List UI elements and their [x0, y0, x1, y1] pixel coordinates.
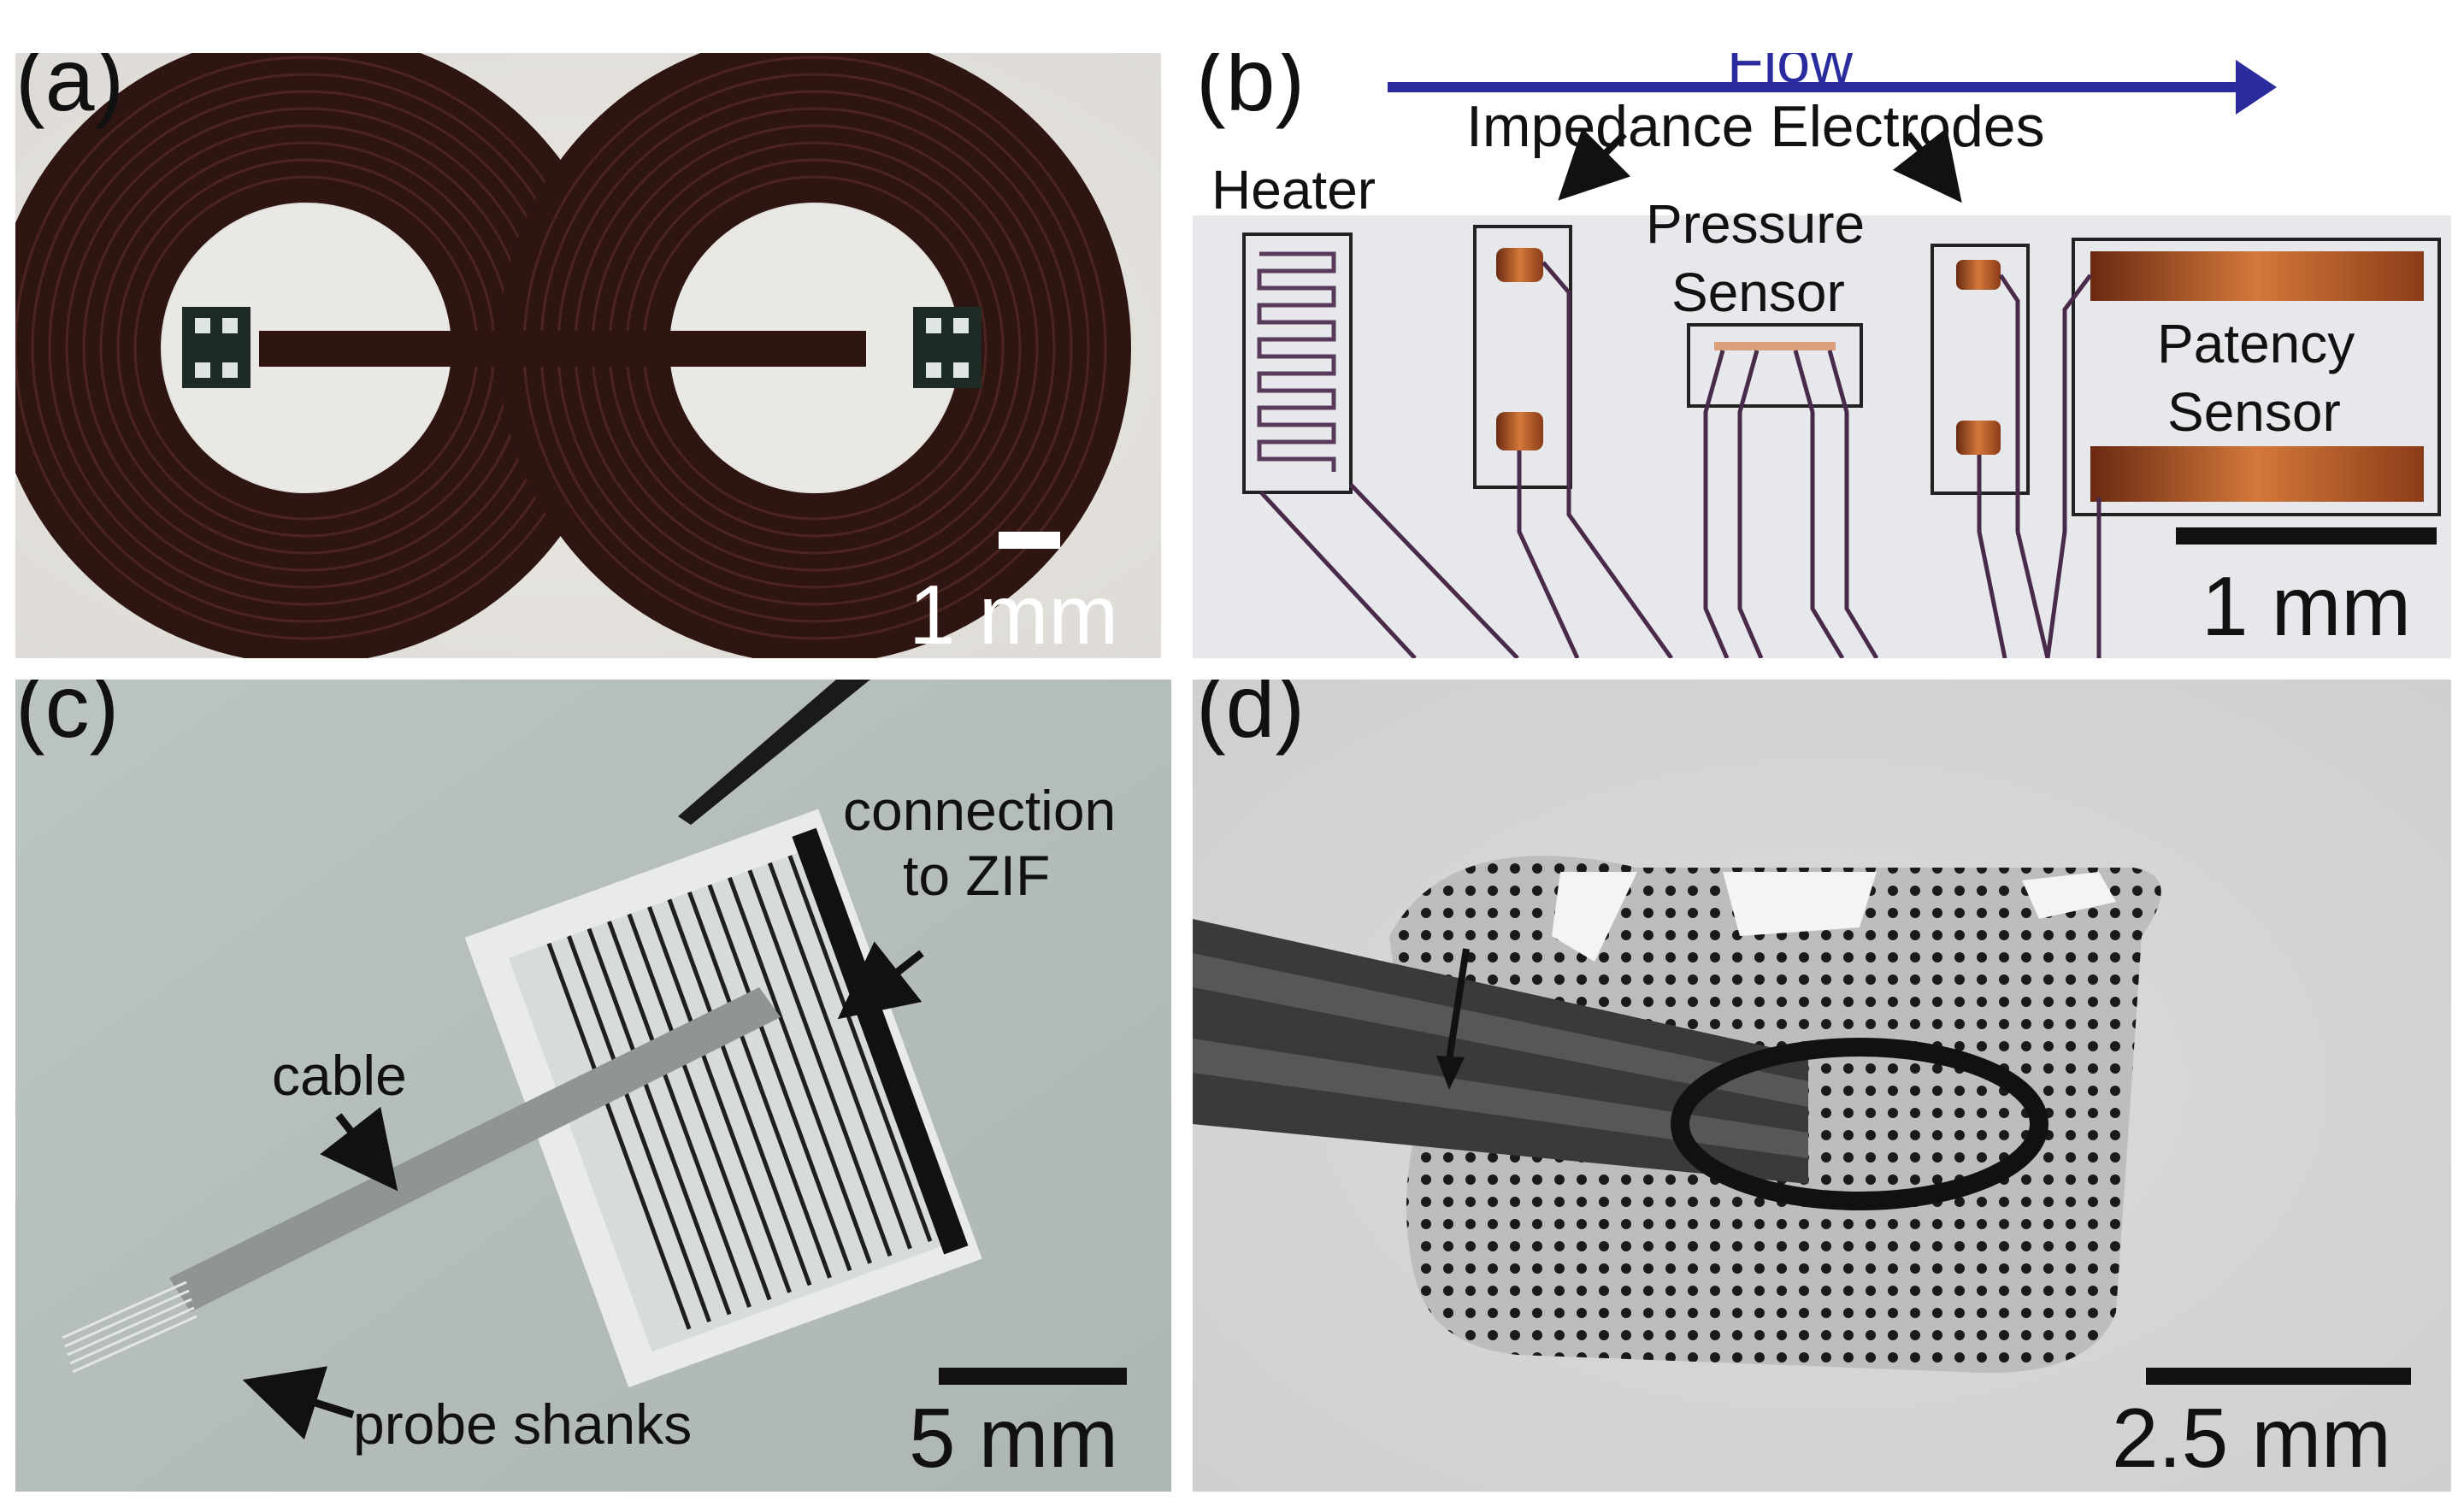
scale-label-c: 5 mm: [909, 1391, 1118, 1485]
heater-box: [1242, 233, 1353, 494]
right-pads: [913, 307, 981, 388]
heater-label: Heater: [1211, 159, 1376, 221]
probe-drawing: [15, 680, 1171, 1492]
left-pads: [182, 307, 251, 388]
flow-label: Flow: [1727, 53, 1854, 95]
pressure-sensor-label-1: Pressure: [1646, 193, 1866, 255]
panel-b-sensor-layout: (b) Flow Impedance Electrodes Heater Pre…: [1193, 53, 2451, 658]
flow-arrow-head: [2236, 60, 2277, 115]
probe-shanks: [62, 1280, 197, 1374]
coil-drawing: [15, 53, 1161, 658]
impedance-electrodes-label: Impedance Electrodes: [1466, 94, 2045, 159]
connection-label-1: connection: [843, 779, 1117, 842]
scale-bar-c: [939, 1368, 1127, 1385]
scale-label-d: 2.5 mm: [2112, 1391, 2391, 1485]
panel-label-b: (b): [1196, 53, 1306, 130]
cable-shape: [169, 987, 781, 1312]
cable-label: cable: [272, 1044, 407, 1107]
pressure-sensor-label-2: Sensor: [1671, 262, 1845, 323]
sensor-layout-drawing: [1193, 60, 2451, 658]
patency-sensor-label-2: Sensor: [2167, 381, 2341, 443]
panel-d-mesh-photo: (d) 2.5 mm: [1193, 680, 2451, 1492]
panel-a-coil-photo: (a) 1 mm: [15, 53, 1161, 658]
scale-bar-b: [2176, 527, 2437, 545]
scale-label-b: 1 mm: [2202, 559, 2411, 653]
probe-shanks-label: probe shanks: [353, 1392, 693, 1456]
scale-label-a: 1 mm: [909, 568, 1118, 658]
connection-label-2: to ZIF: [903, 844, 1051, 907]
traces: [1259, 261, 2101, 658]
panel-c-probe-photo: (c) connection to ZIF cable probe shanks…: [15, 680, 1171, 1492]
panel-label-c: (c): [15, 680, 120, 756]
scale-bar-a: [999, 532, 1060, 549]
scale-bar-d: [2146, 1368, 2411, 1385]
panel-label-d: (d): [1196, 680, 1306, 756]
mesh-drawing: [1193, 680, 2451, 1492]
patency-sensor-label-1: Patency: [2157, 313, 2355, 374]
panel-label-a: (a): [15, 53, 125, 130]
